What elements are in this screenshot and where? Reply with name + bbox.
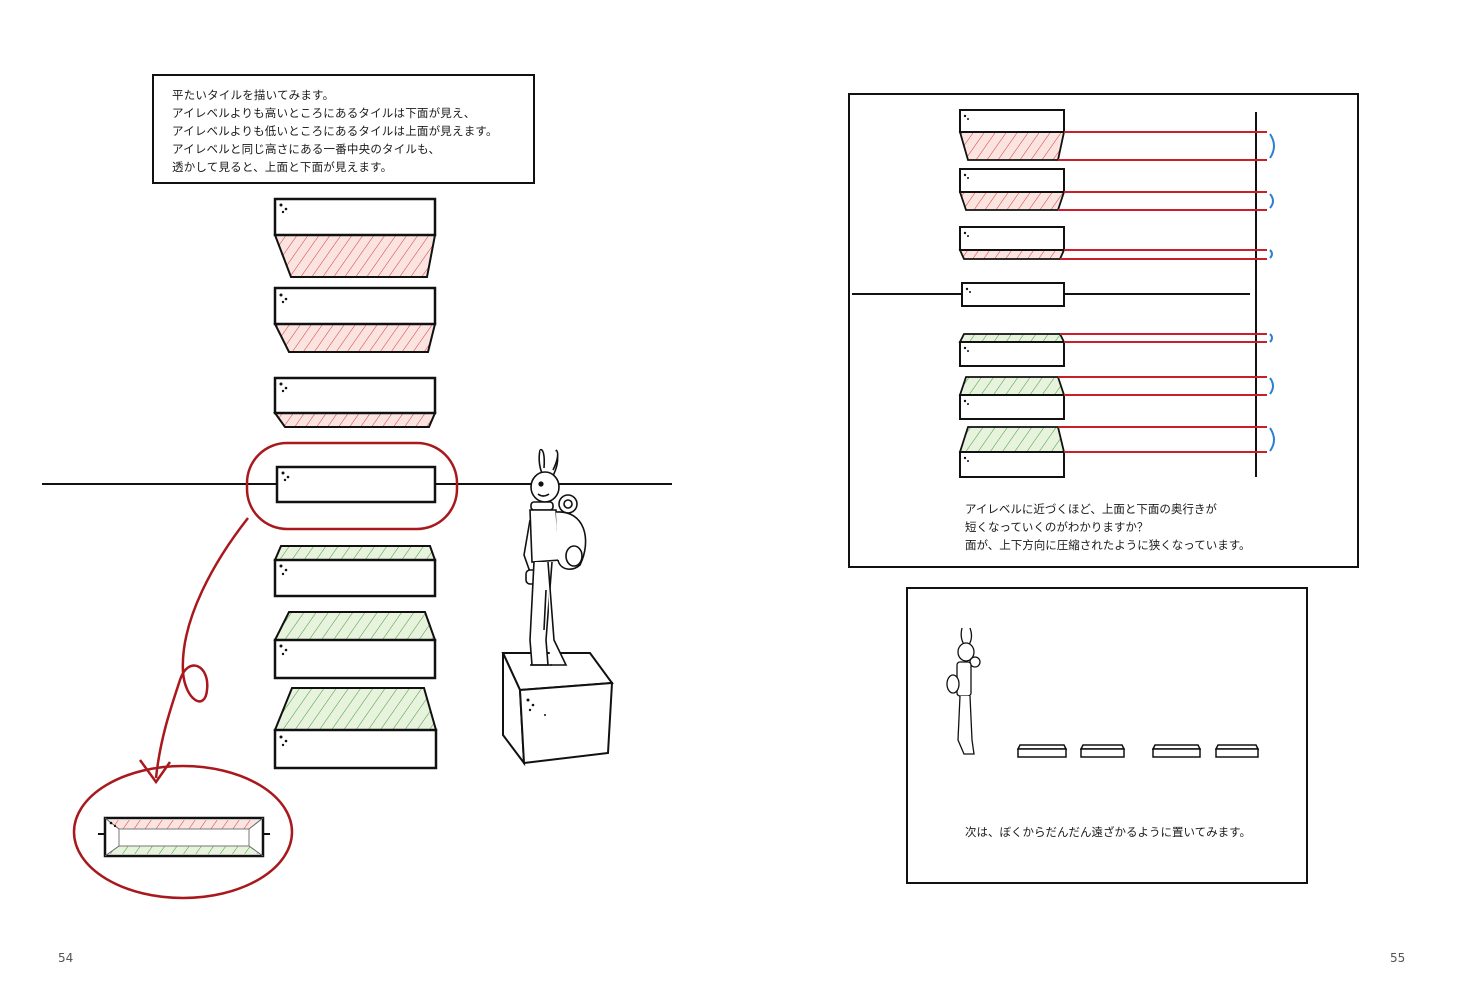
callout-arrowhead [138, 759, 172, 785]
panel-tile-above-3 [958, 109, 1275, 161]
callout-arrow [154, 517, 249, 779]
panel-tile-above-2 [958, 168, 1274, 211]
receding-tile-4 [1214, 744, 1260, 758]
intro-line: 透かして見ると、上面と下面が見えます。 [172, 160, 393, 174]
receding-tiles [1016, 744, 1260, 758]
tile-above-2 [273, 286, 437, 353]
panel1-caption-line: アイレベルに近づくほど、上面と下面の奥行きが [965, 502, 1217, 516]
receding-tiles-panel [906, 587, 1308, 884]
intro-line: アイレベルよりも高いところにあるタイルは下面が見え、 [172, 106, 476, 120]
panel1-caption-line: 短くなっていくのがわかりますか？ [965, 520, 1149, 534]
intro-line: 平たいタイルを描いてみます。 [172, 88, 335, 102]
tile-below-3 [273, 687, 438, 770]
panel-tile-above-1 [958, 226, 1273, 260]
panel-tile-below-1 [958, 333, 1273, 367]
intro-line: アイレベルよりも低いところにあるタイルは上面が見えます。 [172, 124, 498, 138]
page-number-left: 54 [58, 951, 74, 965]
eye-level-comparison-panel [848, 93, 1359, 568]
page-number-right: 55 [1390, 951, 1406, 965]
receding-tile-1 [1016, 744, 1068, 758]
intro-line: アイレベルと同じ高さにある一番中央のタイルも、 [172, 142, 441, 156]
panel2-caption: 次は、ぼくからだんだん遠ざかるように置いてみます。 [965, 825, 1252, 839]
tile-below-1 [273, 545, 437, 598]
panel1-caption-line: 面が、上下方向に圧縮されたように狭くなっています。 [965, 538, 1251, 552]
small-rabbit-character [946, 627, 981, 755]
tile-above-3 [273, 197, 437, 278]
tile-above-1 [273, 376, 437, 428]
transparent-tile-detail [72, 764, 294, 900]
highlight-circle [245, 441, 459, 531]
panel-tile-eye-level [961, 282, 1065, 307]
receding-tile-2 [1079, 744, 1126, 758]
panel-tile-below-3 [958, 426, 1275, 478]
receding-tile-3 [1151, 744, 1202, 758]
tile-below-2 [273, 611, 437, 680]
rabbit-character [523, 448, 587, 666]
intro-text-box: 平たいタイルを描いてみます。 アイレベルよりも高いところにあるタイルは下面が見え… [152, 74, 535, 184]
pedestal-cube [501, 652, 614, 767]
panel1-caption: アイレベルに近づくほど、上面と下面の奥行きが 短くなっていくのがわかりますか？ … [965, 500, 1251, 554]
tile-eye-level [275, 465, 437, 504]
panel-tile-below-2 [958, 376, 1274, 420]
